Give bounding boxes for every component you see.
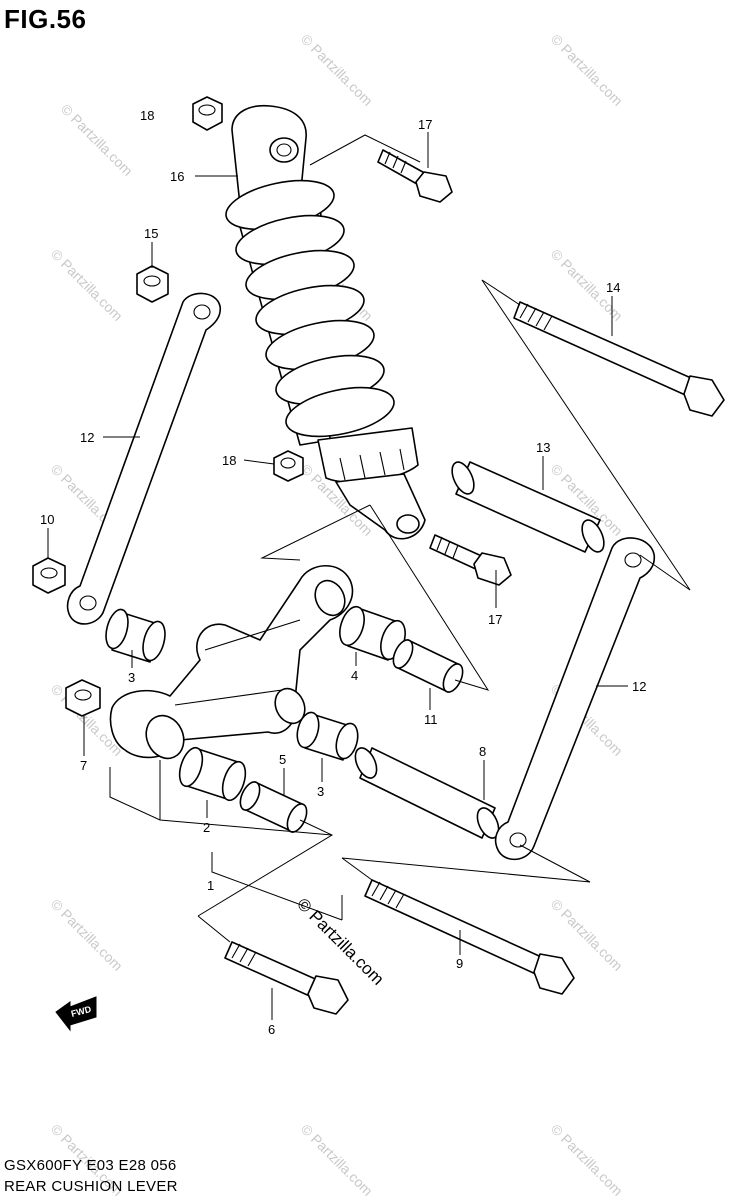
part-5-spacer bbox=[239, 781, 308, 833]
part-15-nut bbox=[136, 265, 169, 303]
part-10-nut bbox=[32, 557, 66, 594]
watermark: © Partzilla.com bbox=[58, 101, 136, 179]
part-2-bushing bbox=[178, 746, 247, 802]
callout-9: 9 bbox=[456, 956, 463, 971]
part-13-spacer-tube bbox=[451, 461, 605, 553]
callout-3: 3 bbox=[317, 784, 324, 799]
callout-16: 16 bbox=[170, 169, 184, 184]
callout-1: 1 bbox=[207, 878, 214, 893]
front-arrow-icon: FWD bbox=[55, 996, 97, 1032]
callout-labels: 18 16 17 15 14 12 18 13 10 17 3 4 11 12 … bbox=[40, 108, 646, 1037]
part-16-shock-absorber bbox=[225, 104, 426, 540]
part-8-spacer-tube bbox=[354, 747, 500, 839]
part-7-nut bbox=[65, 679, 101, 717]
part-4-bushing bbox=[339, 605, 406, 661]
callout-13: 13 bbox=[536, 440, 550, 455]
callout-7: 7 bbox=[80, 758, 87, 773]
part-18-nut-mid bbox=[273, 450, 304, 482]
part-3-bushing-right bbox=[296, 711, 359, 761]
part-17-bolt-upper bbox=[377, 149, 453, 203]
callout-15: 15 bbox=[144, 226, 158, 241]
callout-6: 6 bbox=[268, 1022, 275, 1037]
part-9-bolt bbox=[364, 879, 575, 995]
callout-12: 12 bbox=[632, 679, 646, 694]
callout-11: 11 bbox=[424, 712, 438, 727]
part-6-bolt bbox=[224, 941, 349, 1015]
callout-17: 17 bbox=[488, 612, 502, 627]
footer-section-name: REAR CUSHION LEVER bbox=[4, 1178, 178, 1195]
watermark: © Partzilla.com bbox=[298, 1121, 376, 1199]
watermark: © Partzilla.com bbox=[548, 31, 626, 109]
callout-5: 5 bbox=[279, 752, 286, 767]
callout-3: 3 bbox=[128, 670, 135, 685]
callout-10: 10 bbox=[40, 512, 54, 527]
callout-18: 18 bbox=[140, 108, 154, 123]
watermark: © Partzilla.com bbox=[48, 246, 126, 324]
figure-title: FIG.56 bbox=[4, 4, 87, 34]
part-17-bolt-lower bbox=[429, 534, 512, 586]
watermark: © Partzilla.com bbox=[548, 1121, 626, 1199]
callout-8: 8 bbox=[479, 744, 486, 759]
callout-17: 17 bbox=[418, 117, 432, 132]
watermark: © Partzilla.com bbox=[298, 31, 376, 109]
part-12-rod-right bbox=[494, 537, 656, 861]
watermark: © Partzilla.com bbox=[48, 896, 126, 974]
callout-12: 12 bbox=[80, 430, 94, 445]
footer-model-line: GSX600FY E03 E28 056 bbox=[4, 1157, 177, 1174]
callout-2: 2 bbox=[203, 820, 210, 835]
shock-spring-coils bbox=[225, 179, 395, 438]
callout-18: 18 bbox=[222, 453, 236, 468]
part-12-rod-left bbox=[66, 292, 222, 625]
part-1-cushion-lever bbox=[109, 565, 354, 760]
part-3-bushing-left bbox=[105, 608, 166, 663]
part-11-spacer bbox=[392, 639, 464, 693]
assembly-lines bbox=[109, 134, 691, 943]
callout-4: 4 bbox=[351, 668, 358, 683]
part-18-nut-top bbox=[192, 96, 223, 131]
callout-14: 14 bbox=[606, 280, 620, 295]
callout-leaders bbox=[47, 132, 628, 1020]
part-14-bolt bbox=[513, 301, 725, 417]
